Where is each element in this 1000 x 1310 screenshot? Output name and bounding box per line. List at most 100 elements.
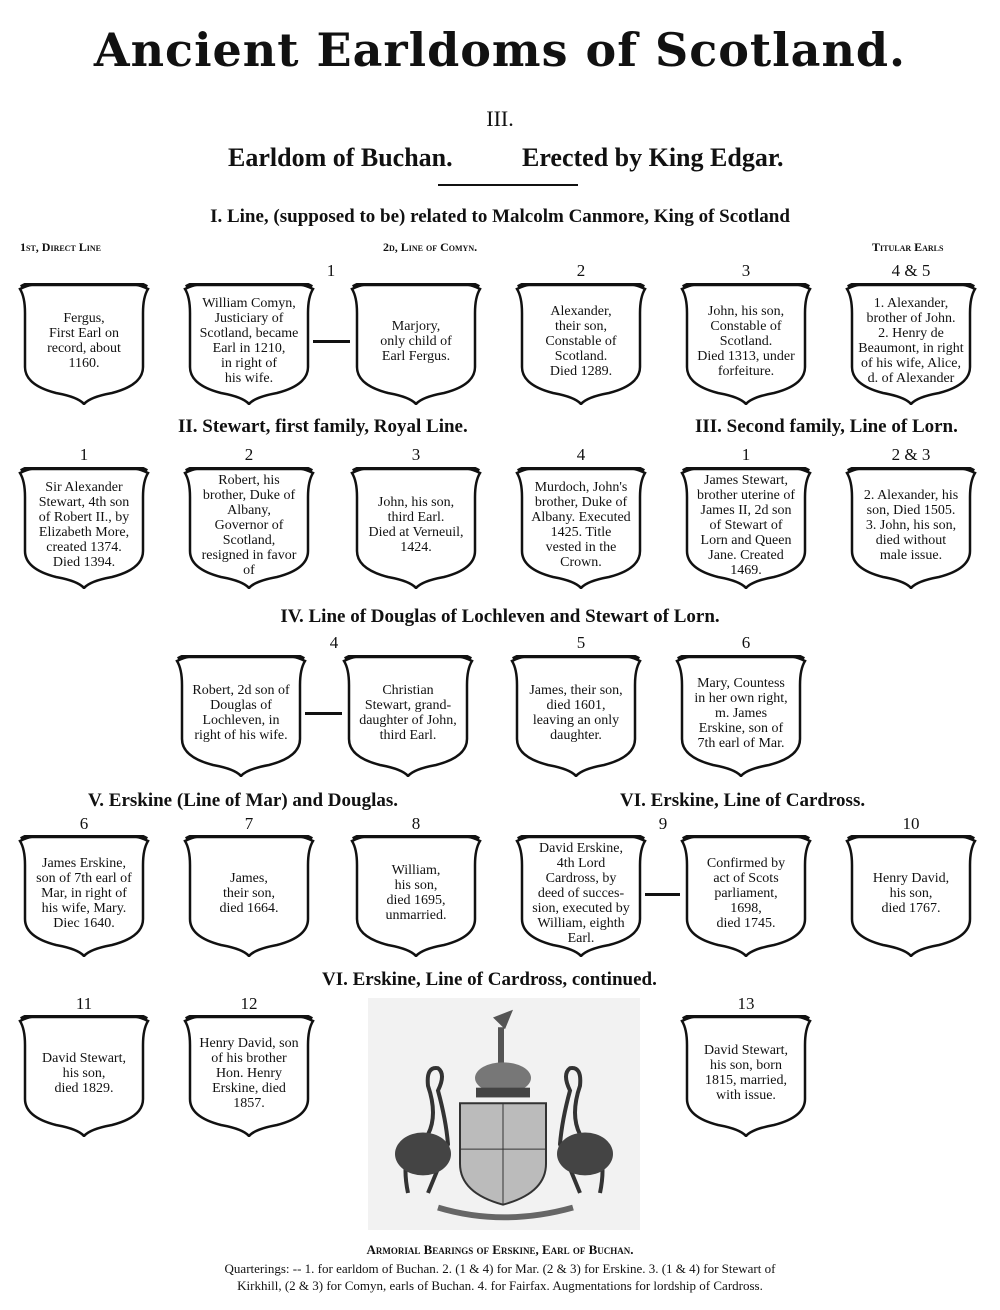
arms-caption-line-1: Quarterings: -- 1. for earldom of Buchan… xyxy=(224,1261,776,1276)
shield-outline-icon xyxy=(175,655,307,777)
shield-outline-icon xyxy=(680,1015,812,1137)
shield-text: Murdoch, John's brother, Duke of Albany.… xyxy=(531,480,631,570)
shield-outline-icon xyxy=(845,835,977,957)
succession-number: 8 xyxy=(411,814,421,833)
shield-text: James Erskine, son of 7th earl of Mar, i… xyxy=(36,855,132,931)
succession-number: 6 xyxy=(79,814,89,833)
shield-outline-icon xyxy=(183,835,315,957)
shield-entry: Murdoch, John's brother, Duke of Albany.… xyxy=(515,467,647,589)
shield-entry: Confirmed by act of Scots parliament, 16… xyxy=(680,835,812,957)
shield-entry: Fergus, First Earl on record, about 1160… xyxy=(18,283,150,405)
shield-text: Mary, Countess in her own right, m. Jame… xyxy=(694,675,788,751)
shield-entry: Robert, his brother, Duke of Albany, Gov… xyxy=(183,467,315,589)
shield-entry: David Erskine, 4th Lord Cardross, by dee… xyxy=(515,835,647,957)
shield-entry: 2. Alexander, his son, Died 1505. 3. Joh… xyxy=(845,467,977,589)
shield-outline-icon xyxy=(350,283,482,405)
shield-text: 1. Alexander, brother of John. 2. Henry … xyxy=(858,296,964,386)
shield-entry: William, his son, died 1695, unmarried. xyxy=(350,835,482,957)
shield-text: Henry David, his son, died 1767. xyxy=(872,870,950,916)
shield-outline-icon xyxy=(680,835,812,957)
succession-number: 11 xyxy=(75,994,93,1013)
shield-text: James Stewart, brother uterine of James … xyxy=(697,472,795,578)
shield-entry: John, his son, third Earl. Died at Verne… xyxy=(350,467,482,589)
shield-entry: Marjory, only child of Earl Fergus. xyxy=(350,283,482,405)
succession-number: 9 xyxy=(658,814,668,833)
succession-number: 10 xyxy=(902,814,920,833)
column-line-of-comyn: 2d, Line of Comyn. xyxy=(383,240,478,254)
succession-number: 1 xyxy=(741,445,751,464)
succession-number: 3 xyxy=(741,261,751,280)
arms-caption-title: Armorial Bearings of Erskine, Earl of Bu… xyxy=(366,1242,634,1257)
shield-outline-icon xyxy=(515,467,647,589)
succession-number: 3 xyxy=(411,445,421,464)
shield-outline-icon xyxy=(510,655,642,777)
shield-outline-icon xyxy=(350,835,482,957)
shield-outline-icon xyxy=(845,467,977,589)
shield-entry: David Stewart, his son, died 1829. xyxy=(18,1015,150,1137)
marriage-connector xyxy=(645,893,680,896)
shield-text: William Comyn, Justiciary of Scotland, b… xyxy=(199,296,299,386)
shield-text: John, his son, Constable of Scotland. Di… xyxy=(697,303,795,379)
shield-text: Robert, his brother, Duke of Albany, Gov… xyxy=(201,472,297,578)
shield-text: 2. Alexander, his son, Died 1505. 3. Joh… xyxy=(863,487,959,563)
shield-text: James, their son, died 1664. xyxy=(219,870,279,916)
section-6-heading: VI. Erskine, Line of Cardross. xyxy=(620,790,866,811)
shield-outline-icon xyxy=(680,283,812,405)
shield-text: Robert, 2d son of Douglas of Lochleven, … xyxy=(192,683,290,743)
shield-text: Confirmed by act of Scots parliament, 16… xyxy=(706,855,786,931)
shield-entry: Robert, 2d son of Douglas of Lochleven, … xyxy=(175,655,307,777)
arms-caption-line-2: Kirkhill, (2 & 3) for Comyn, earls of Bu… xyxy=(237,1278,763,1293)
shield-entry: Mary, Countess in her own right, m. Jame… xyxy=(675,655,807,777)
shield-outline-icon xyxy=(675,655,807,777)
section-4-heading: IV. Line of Douglas of Lochleven and Ste… xyxy=(280,606,720,627)
shield-entry: David Stewart, his son, born 1815, marri… xyxy=(680,1015,812,1137)
succession-number: 2 xyxy=(244,445,254,464)
shield-text: David Erskine, 4th Lord Cardross, by dee… xyxy=(532,840,630,946)
shield-entry: Christian Stewart, grand- daughter of Jo… xyxy=(342,655,474,777)
shield-entry: Henry David, son of his brother Hon. Hen… xyxy=(183,1015,315,1137)
shield-text: Christian Stewart, grand- daughter of Jo… xyxy=(359,683,457,743)
succession-number: 13 xyxy=(737,994,755,1013)
shield-outline-icon xyxy=(680,467,812,589)
divider xyxy=(438,184,578,186)
section-5-heading: V. Erskine (Line of Mar) and Douglas. xyxy=(88,790,399,811)
succession-number: 4 xyxy=(329,633,339,652)
column-direct-line: 1st, Direct Line xyxy=(20,240,102,254)
shield-text: Marjory, only child of Earl Fergus. xyxy=(380,318,452,364)
succession-number: 1 xyxy=(326,261,336,280)
section-3-heading: III. Second family, Line of Lorn. xyxy=(695,416,958,437)
shield-outline-icon xyxy=(18,467,150,589)
shield-text: David Stewart, his son, died 1829. xyxy=(42,1050,126,1096)
shield-entry: James Stewart, brother uterine of James … xyxy=(680,467,812,589)
shield-outline-icon xyxy=(18,283,150,405)
shield-outline-icon xyxy=(18,835,150,957)
shield-entry: 1. Alexander, brother of John. 2. Henry … xyxy=(845,283,977,405)
succession-number: 12 xyxy=(240,994,258,1013)
shield-entry: James, their son, died 1601, leaving an … xyxy=(510,655,642,777)
subtitle-erected: Erected by King Edgar. xyxy=(522,143,784,172)
succession-number: 4 xyxy=(576,445,586,464)
shield-text: John, his son, third Earl. Died at Verne… xyxy=(368,495,464,555)
shield-text: David Stewart, his son, born 1815, marri… xyxy=(704,1043,788,1103)
subtitle-earldom: Earldom of Buchan. xyxy=(228,143,453,172)
succession-number: 6 xyxy=(741,633,751,652)
shield-outline-icon xyxy=(515,283,647,405)
shield-outline-icon xyxy=(350,467,482,589)
succession-number: 2 & 3 xyxy=(891,445,931,464)
page-title: Ancient Earldoms of Scotland. xyxy=(93,23,907,77)
shield-entry: James, their son, died 1664. xyxy=(183,835,315,957)
marriage-connector xyxy=(305,712,342,715)
shield-entry: John, his son, Constable of Scotland. Di… xyxy=(680,283,812,405)
shield-outline-icon xyxy=(845,283,977,405)
shield-entry: Henry David, his son, died 1767. xyxy=(845,835,977,957)
shield-entry: Alexander, their son, Constable of Scotl… xyxy=(515,283,647,405)
shield-text: William, his son, died 1695, unmarried. xyxy=(385,863,447,923)
shield-text: James, their son, died 1601, leaving an … xyxy=(529,683,623,743)
shield-entry: James Erskine, son of 7th earl of Mar, i… xyxy=(18,835,150,957)
column-titular-earls: Titular Earls xyxy=(872,240,944,254)
section-7-heading: VI. Erskine, Line of Cardross, continued… xyxy=(322,969,657,990)
shield-outline-icon xyxy=(183,283,315,405)
coat-of-arms-image xyxy=(368,998,640,1230)
shield-outline-icon xyxy=(183,1015,315,1137)
